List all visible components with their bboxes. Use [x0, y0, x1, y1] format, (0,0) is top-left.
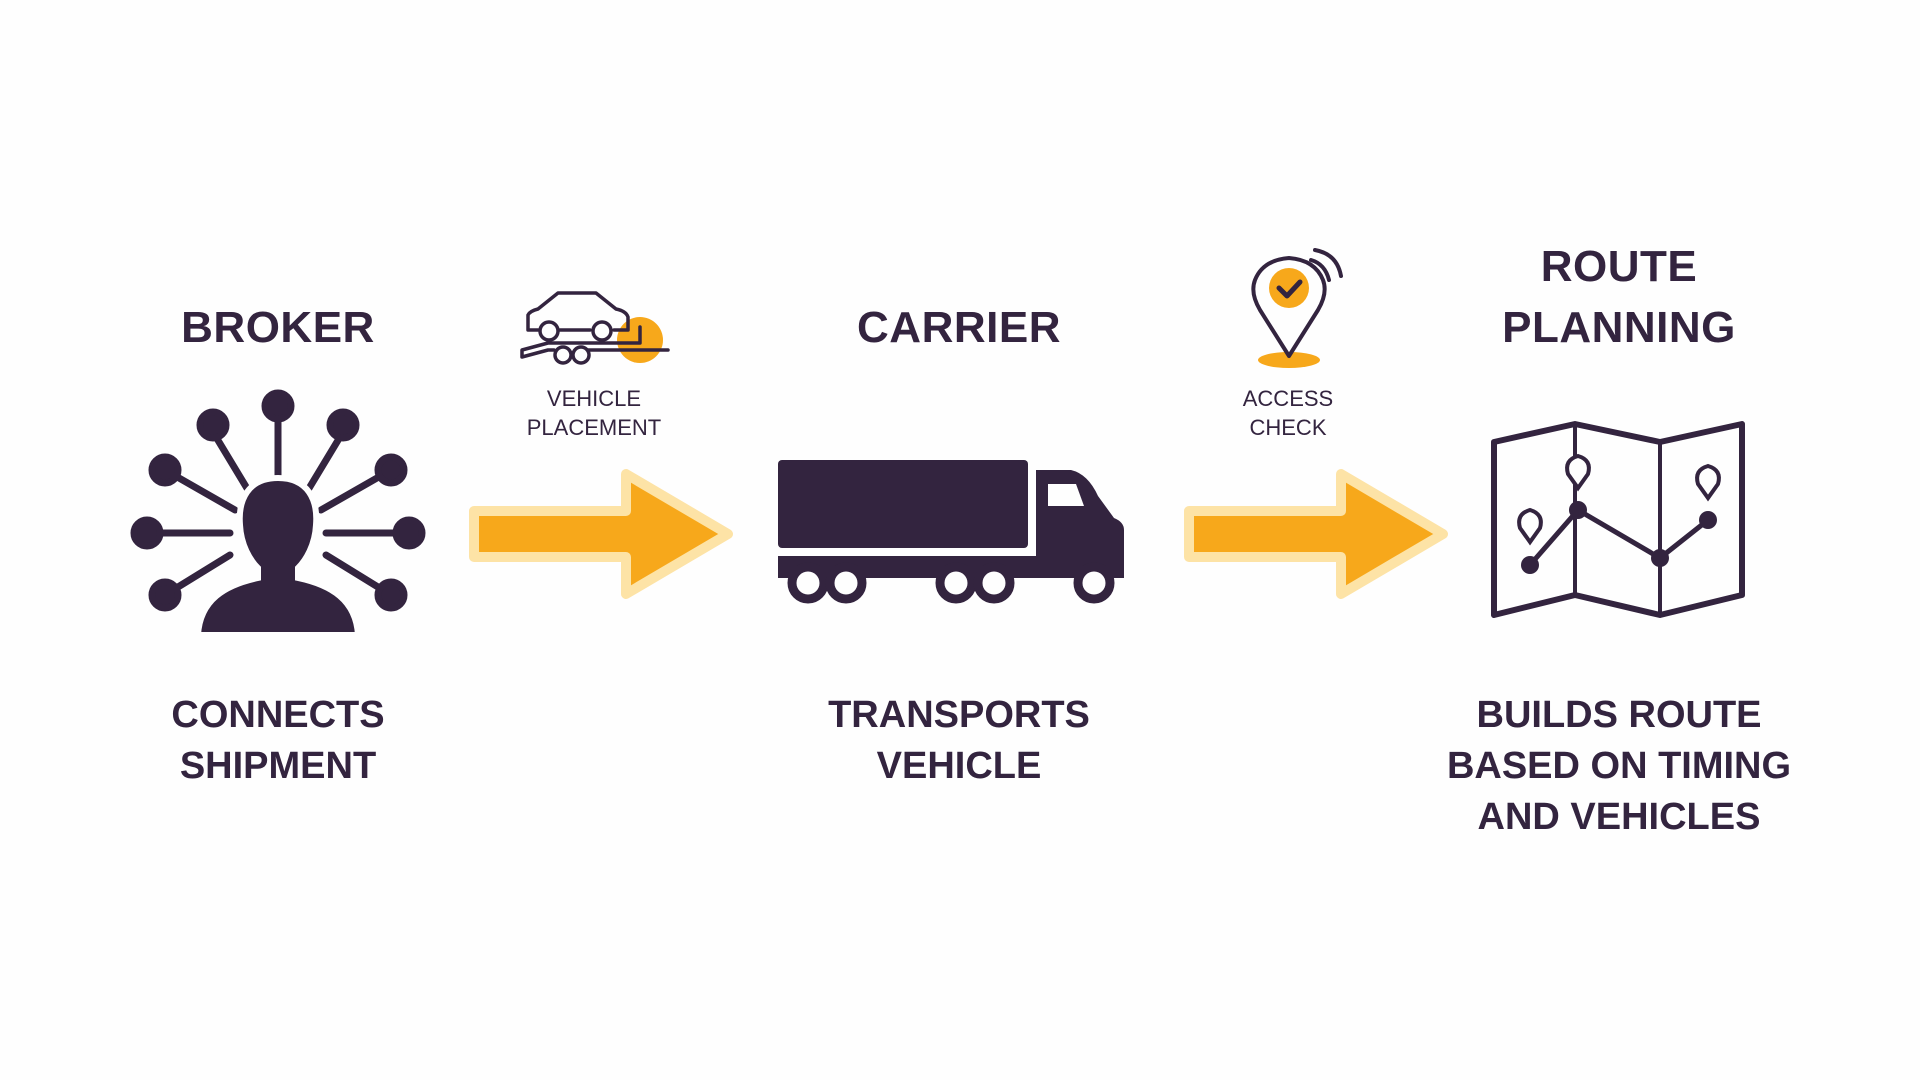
broker-desc-line: SHIPMENT [179, 745, 377, 787]
access-check-label: ACCESS CHECK [1188, 384, 1388, 442]
label-line: CHECK [1249, 415, 1327, 440]
arrow-right-icon [469, 469, 733, 599]
broker-desc-line: CONNECTS [171, 694, 385, 736]
label-line: VEHICLE [546, 386, 642, 411]
route-desc-line: BASED ON TIMING [1446, 745, 1792, 787]
vehicle-placement-label: VEHICLE PLACEMENT [494, 384, 694, 442]
title-line: ROUTE [1540, 242, 1698, 291]
label-line: PLACEMENT [526, 415, 662, 440]
arrow-right-icon [1184, 469, 1448, 599]
broker-description: CONNECTS SHIPMENT [108, 690, 448, 792]
carrier-desc-line: VEHICLE [876, 745, 1042, 787]
route-map-icon [1491, 421, 1745, 618]
carrier-title: CARRIER [857, 303, 1061, 352]
title-line: PLANNING [1502, 303, 1736, 352]
broker-title: BROKER [181, 303, 375, 352]
carrier-desc-line: TRANSPORTS [828, 694, 1090, 736]
route-planning-description: BUILDS ROUTE BASED ON TIMING AND VEHICLE… [1419, 690, 1819, 843]
truck-icon [778, 460, 1124, 604]
car-trailer-icon [520, 291, 670, 365]
broker-network-person-icon [130, 389, 426, 638]
route-planning-title: ROUTE PLANNING [1449, 236, 1789, 358]
route-desc-line: BUILDS ROUTE [1476, 694, 1762, 736]
label-line: ACCESS [1242, 386, 1334, 411]
carrier-description: TRANSPORTS VEHICLE [789, 690, 1129, 792]
location-check-icon [1251, 248, 1343, 368]
route-desc-line: AND VEHICLES [1477, 796, 1761, 838]
